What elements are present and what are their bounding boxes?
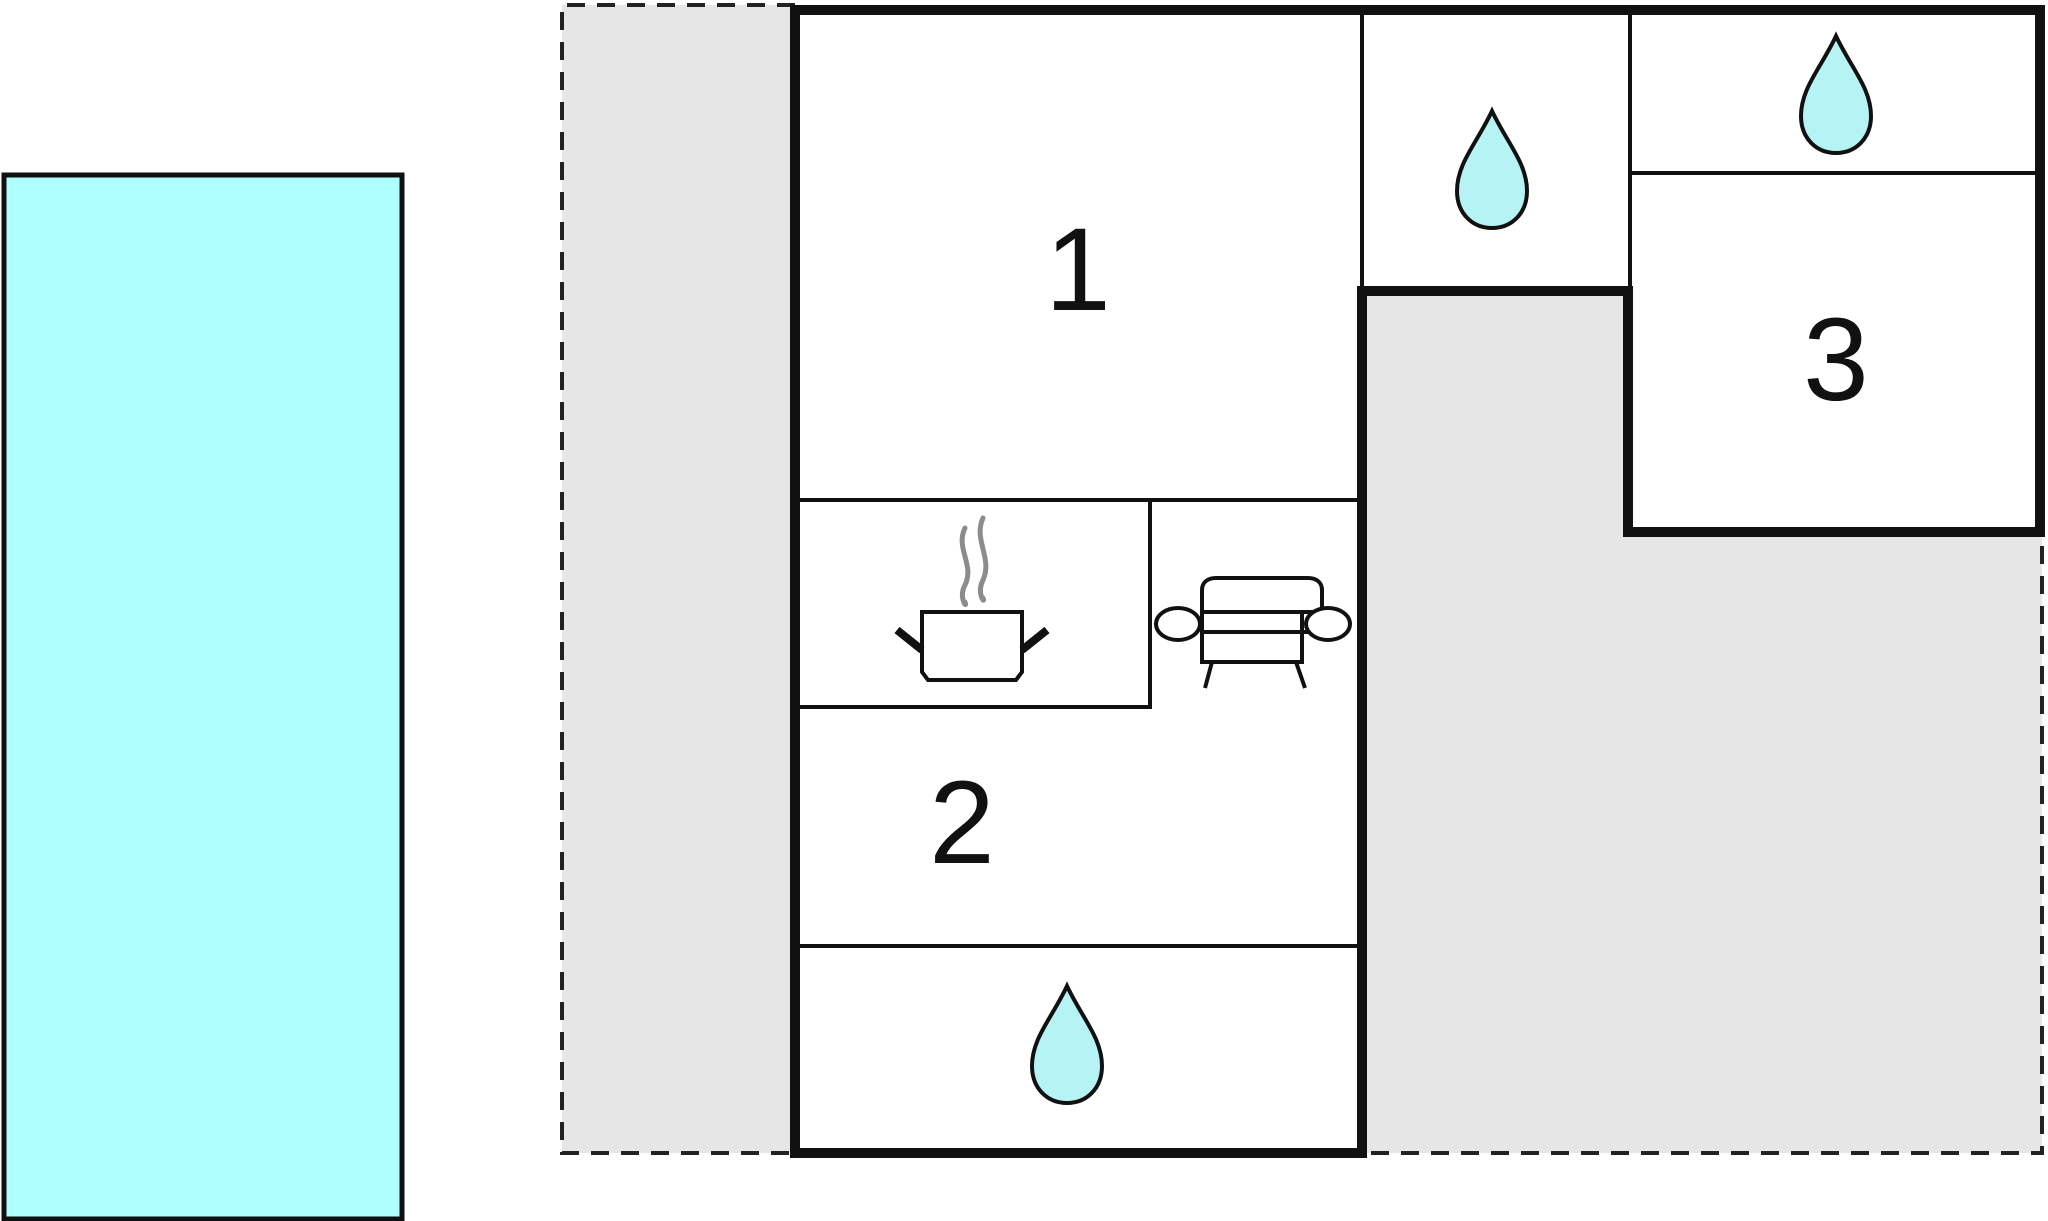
building-interior xyxy=(795,10,2040,1153)
sofa-icon xyxy=(1154,576,1352,689)
room-number-1: 1 xyxy=(1045,204,1111,336)
swimming-pool xyxy=(1,172,405,1221)
partition-walls xyxy=(798,10,2040,948)
property-boundary xyxy=(560,3,2044,1155)
kitchen-icon xyxy=(894,515,1050,682)
exterior-walls xyxy=(790,5,2045,1158)
room-number-2: 2 xyxy=(929,757,995,889)
terrace-area xyxy=(562,5,2042,1153)
room-number-3: 3 xyxy=(1803,294,1869,426)
